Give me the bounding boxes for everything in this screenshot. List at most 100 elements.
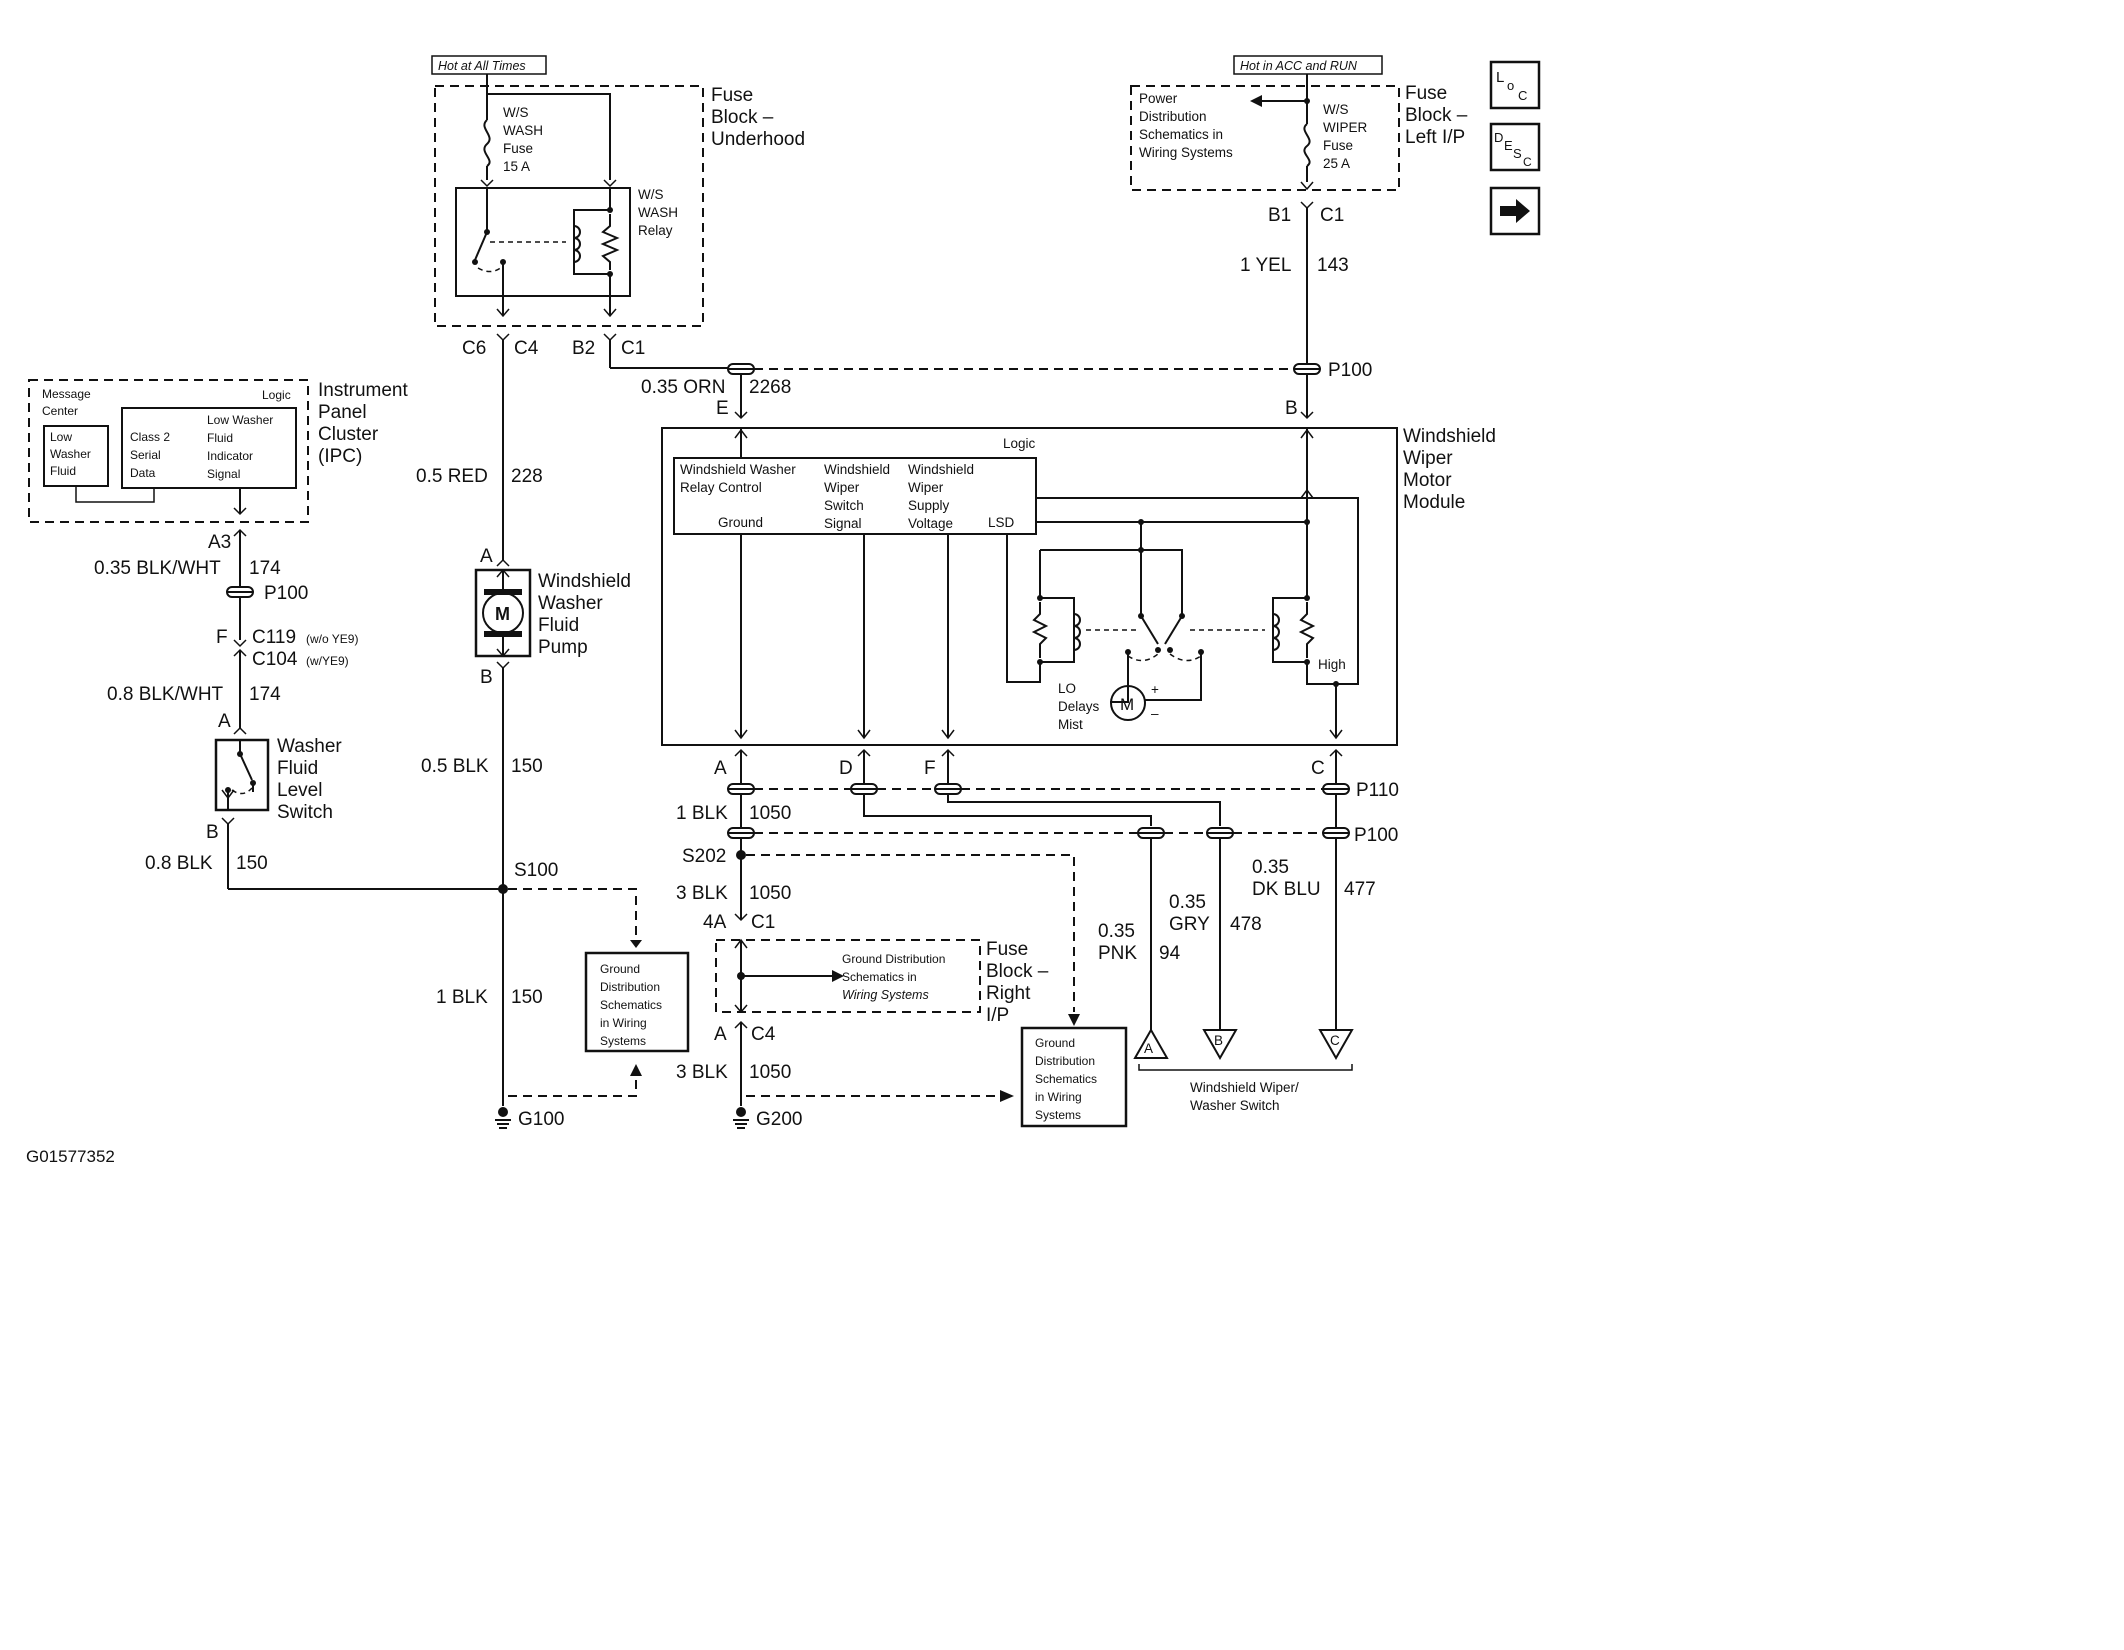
wire-035-blk-wht: 0.35 BLK/WHT — [94, 558, 221, 579]
wire-3-blk-b: 3 BLK — [676, 1062, 728, 1083]
level-switch-title-2: Fluid — [277, 758, 318, 779]
wire-1-yel: 1 YEL — [1240, 255, 1291, 276]
module-logic-label: Logic — [1003, 436, 1036, 451]
lwf-2: Washer — [50, 447, 91, 461]
wire-08-blk: 0.8 BLK — [145, 853, 213, 874]
gr1-5: Systems — [600, 1034, 646, 1048]
conn-c1-left: C1 — [1320, 205, 1344, 226]
wire-1-blk: 1 BLK — [436, 987, 488, 1008]
circuit-228: 228 — [511, 466, 543, 487]
hot-at-all-times-label: Hot at All Times — [438, 59, 526, 73]
wire-gry-2: GRY — [1169, 914, 1210, 935]
switch-label-2: Washer Switch — [1190, 1098, 1280, 1113]
switch-ref-b-icon[interactable]: B — [1202, 1029, 1238, 1061]
splice-s202 — [736, 850, 746, 860]
message-center-label: Message — [42, 387, 91, 401]
conn-c4-right: C4 — [751, 1024, 776, 1045]
gr3-1: Ground Distribution — [842, 952, 945, 966]
fuse-right-title-4: I/P — [986, 1005, 1009, 1026]
conn-p100-yel: P100 — [1328, 360, 1372, 381]
ws-wiper-fuse-label-1: W/S — [1323, 102, 1349, 117]
module-logic-box — [673, 457, 1037, 535]
svg-text:o: o — [1507, 78, 1514, 93]
pump-title-1: Windshield — [538, 571, 631, 592]
hot-at-all-times-banner: Hot at All Times — [431, 55, 547, 75]
fuse-block-underhood: Fuse Block – Underhood W/S WASH Fuse 15 … — [434, 85, 805, 327]
ws-wiper-fuse-label-3: Fuse — [1323, 138, 1353, 153]
next-arrow-icon[interactable] — [1489, 186, 1541, 236]
conn-c119: C119 — [252, 627, 296, 648]
wiper-motor-module: Windshield Wiper Motor Module Logic Wind… — [661, 426, 1496, 746]
col2-4: Signal — [824, 516, 862, 531]
conn-a-module: A — [714, 758, 727, 779]
conn-p110: P110 — [1356, 780, 1399, 801]
ws-wash-relay-label-1: W/S — [638, 187, 664, 202]
ground-distribution-ref-1: Ground Distribution Schematics in Wiring… — [584, 951, 690, 1053]
circuit-2268: 2268 — [749, 377, 791, 398]
gr2-4: in Wiring — [1035, 1090, 1082, 1104]
circuit-150-ground: 150 — [511, 987, 543, 1008]
circuit-478: 478 — [1230, 914, 1262, 935]
wire-05-red: 0.5 RED — [416, 466, 488, 487]
instrument-panel-cluster: Instrument Panel Cluster (IPC) Message C… — [28, 379, 408, 523]
lsd-label: LSD — [988, 515, 1015, 530]
high-label: High — [1318, 657, 1346, 672]
conn-a-pump: A — [480, 546, 493, 567]
ipc-title-3: Cluster — [318, 424, 379, 445]
gr1-1: Ground — [600, 962, 640, 976]
tri-c-label: C — [1330, 1033, 1340, 1048]
conn-d-module: D — [839, 758, 853, 779]
svg-text:C: C — [1523, 155, 1532, 169]
switch-ref-c-icon[interactable]: C — [1318, 1029, 1354, 1061]
ground-g100-label: G100 — [518, 1109, 564, 1130]
gr2-2: Distribution — [1035, 1054, 1095, 1068]
wiper-motor-icon — [1110, 685, 1146, 721]
circuit-1050-a: 1050 — [749, 803, 791, 824]
col2-1: Windshield — [824, 462, 890, 477]
level-switch-title-1: Washer — [277, 736, 342, 757]
conn-p100-ipc: P100 — [264, 583, 308, 604]
fuse-block-left-title-2: Block – — [1405, 105, 1468, 126]
ws-wiper-fuse-label-4: 25 A — [1323, 156, 1350, 171]
svg-text:C: C — [1518, 88, 1527, 103]
ind-1: Low Washer — [207, 413, 273, 427]
fuse-block-left-title-1: Fuse — [1405, 83, 1447, 104]
ws-wash-fuse-label-1: W/S — [503, 105, 529, 120]
wire-pnk-2: PNK — [1098, 943, 1137, 964]
wire-08-blk-wht: 0.8 BLK/WHT — [107, 684, 224, 705]
circuit-174-b: 174 — [249, 684, 281, 705]
ind-3: Indicator — [207, 449, 253, 463]
power-ref-1: Power — [1139, 91, 1178, 106]
power-ref-4: Wiring Systems — [1139, 145, 1233, 160]
col3-2: Wiper — [908, 480, 944, 495]
conn-c4-underhood: C4 — [514, 338, 539, 359]
col3-3: Supply — [908, 498, 950, 513]
ground-label: Ground — [718, 515, 763, 530]
svg-text:D: D — [1494, 130, 1503, 145]
ground-g200-label: G200 — [756, 1109, 802, 1130]
tri-b-label: B — [1214, 1033, 1223, 1048]
washer-fluid-level-switch: Washer Fluid Level Switch — [214, 736, 342, 823]
svg-text:E: E — [1504, 138, 1513, 153]
power-ref-2: Distribution — [1139, 109, 1207, 124]
ind-2: Fluid — [207, 431, 233, 445]
conn-p100-bottom: P100 — [1354, 825, 1398, 846]
message-center-label-2: Center — [42, 404, 78, 418]
circuit-150-pump: 150 — [511, 756, 543, 777]
switch-ref-a-icon[interactable]: A — [1133, 1027, 1169, 1059]
conn-e: E — [716, 398, 729, 419]
conn-c104: C104 — [252, 649, 298, 670]
mist-label: Mist — [1058, 717, 1083, 732]
circuit-1050-c: 1050 — [749, 1062, 791, 1083]
power-ref-arrow-icon — [1250, 95, 1262, 107]
tri-a-label: A — [1144, 1041, 1153, 1056]
c104-note: (w/YE9) — [306, 654, 349, 668]
ground-distribution-ref-2: Ground Distribution Schematics in Wiring… — [1020, 1026, 1128, 1128]
svg-text:L: L — [1496, 69, 1504, 86]
ipc-title-4: (IPC) — [318, 446, 362, 467]
washer-pump: M Windshield Washer Fluid Pump — [474, 568, 631, 658]
module-title-1: Windshield — [1403, 426, 1496, 447]
